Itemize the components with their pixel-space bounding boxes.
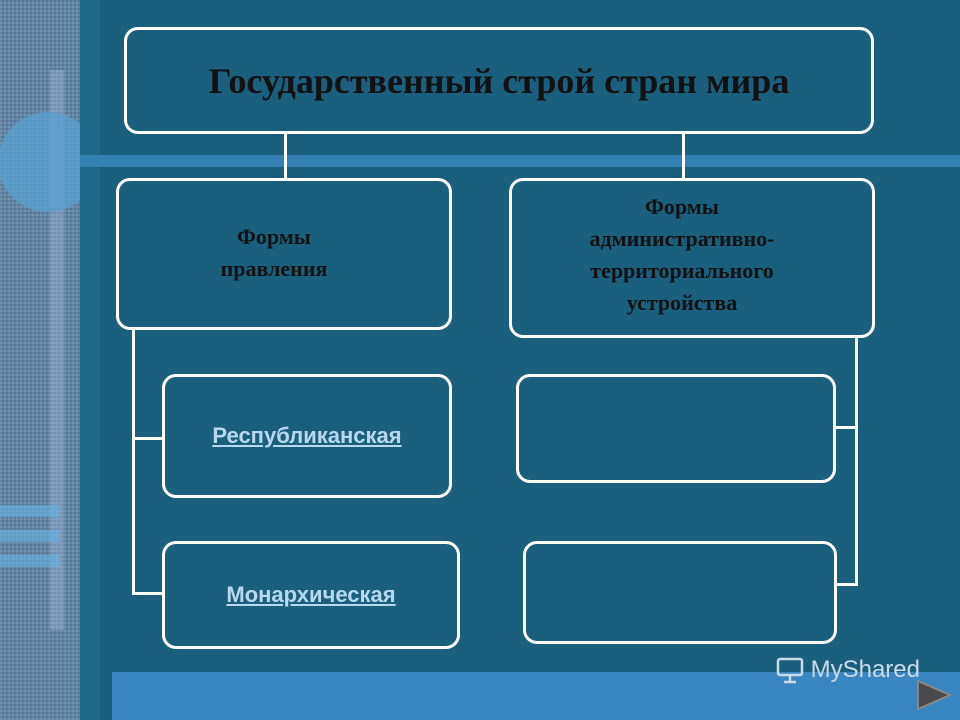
connector-right-item-1	[833, 426, 858, 429]
decorative-bar	[0, 530, 60, 542]
title-box: Государственный строй стран мира	[124, 27, 874, 134]
decorative-left-strip	[0, 0, 98, 720]
decorative-band	[80, 155, 960, 167]
watermark-text: MyShared	[810, 656, 920, 683]
right-item-box-empty	[523, 541, 837, 644]
connector-title-left	[284, 132, 287, 180]
connector-title-right	[682, 132, 685, 180]
connector-right-spine	[855, 336, 858, 586]
presentation-board-icon	[776, 657, 803, 684]
decorative-edge	[80, 0, 100, 720]
connector-right-item-2	[833, 583, 858, 586]
republican-link[interactable]: Республиканская	[212, 423, 402, 448]
right-heading-box: Формы административно- территориального …	[509, 178, 875, 338]
decorative-bar	[0, 555, 60, 567]
decorative-bar	[0, 505, 60, 517]
left-heading-box: Формы правления	[116, 178, 452, 330]
connector-left-spine	[132, 328, 135, 594]
connector-left-item-1	[132, 437, 164, 440]
bottom-band	[112, 672, 960, 720]
diagram-title: Государственный строй стран мира	[208, 60, 790, 101]
connector-left-item-2	[132, 592, 164, 595]
watermark: MyShared	[775, 655, 920, 685]
monarchical-link[interactable]: Монархическая	[226, 582, 396, 607]
right-item-box-empty	[516, 374, 836, 483]
right-heading: Формы административно- территориального …	[589, 194, 775, 315]
left-item-box: Республиканская	[162, 374, 452, 498]
left-item-box: Монархическая	[162, 541, 460, 649]
next-arrow-icon[interactable]	[914, 678, 954, 712]
left-heading: Формы правления	[220, 224, 328, 281]
